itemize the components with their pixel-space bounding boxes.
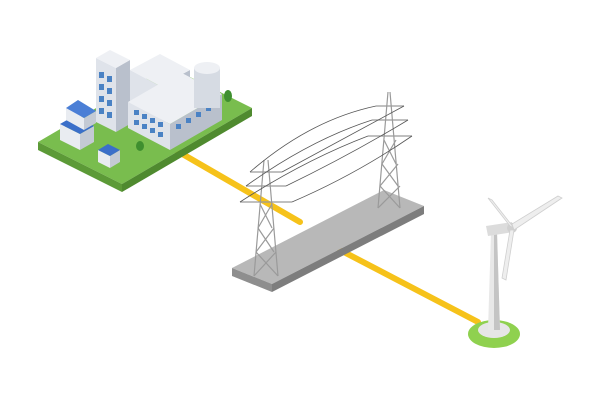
grass-side-left xyxy=(38,142,122,192)
platform-side-left xyxy=(232,268,272,292)
wind-turbine-icon xyxy=(468,195,563,348)
round-tower-top xyxy=(194,62,220,74)
transmission-tower-icon xyxy=(368,91,412,209)
power-lines xyxy=(239,105,413,203)
platform-side-right xyxy=(272,206,424,292)
turbine-nacelle xyxy=(486,222,514,236)
building-tall-front xyxy=(96,58,116,132)
city-block-icon xyxy=(38,50,252,192)
round-tower-body xyxy=(194,68,220,108)
tree-icon xyxy=(224,90,232,102)
tree-icon xyxy=(136,141,144,151)
building-tall-side xyxy=(116,60,130,132)
turbine-blade-right xyxy=(511,195,563,231)
transmission-tower-icon xyxy=(240,159,292,277)
platform-top xyxy=(232,190,424,284)
transmission-platform xyxy=(232,190,424,292)
power-cable xyxy=(169,145,481,325)
building-tall-roof xyxy=(96,50,130,68)
turbine-blade-top xyxy=(487,197,515,229)
turbine-blade-down xyxy=(501,229,515,281)
house-blue-roof-3 xyxy=(98,144,120,168)
long-windows xyxy=(134,106,211,137)
tall-windows xyxy=(99,72,112,118)
grass-side-right xyxy=(122,108,252,192)
turbine-tower-shade xyxy=(494,232,500,330)
house-blue-roof-2 xyxy=(66,100,96,130)
